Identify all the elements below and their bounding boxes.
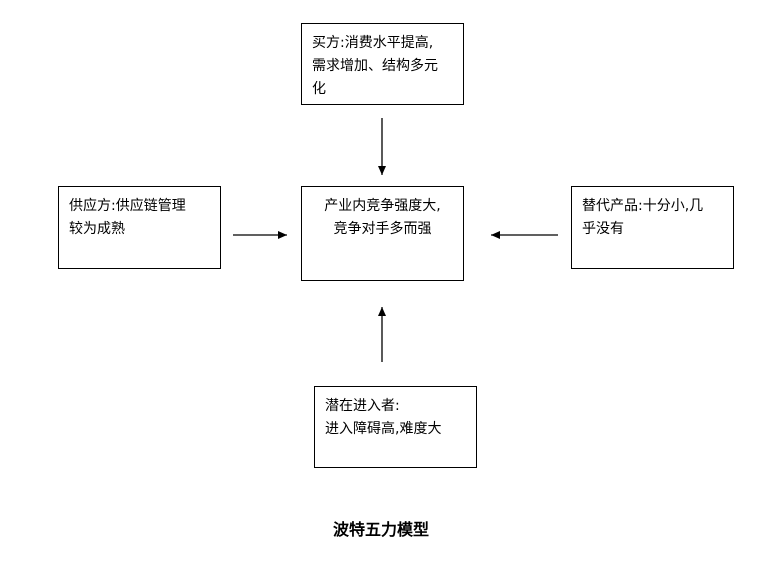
buyer-box: 买方:消费水平提高, 需求增加、结构多元 化 — [301, 23, 464, 105]
entrant-line-2: 进入障碍高,难度大 — [325, 421, 442, 437]
buyer-line-1: 买方:消费水平提高, — [312, 35, 434, 51]
buyer-line-3: 化 — [312, 81, 326, 97]
substitute-line-1: 替代产品:十分小,几 — [582, 198, 704, 214]
supplier-box: 供应方:供应链管理 较为成熟 — [58, 186, 221, 269]
industry-rivalry-box: 产业内竞争强度大, 竞争对手多而强 — [301, 186, 464, 281]
substitute-box: 替代产品:十分小,几 乎没有 — [571, 186, 734, 269]
potential-entrant-box: 潜在进入者: 进入障碍高,难度大 — [314, 386, 477, 468]
buyer-line-2: 需求增加、结构多元 — [312, 58, 438, 74]
industry-line-1: 产业内竞争强度大, — [324, 198, 441, 214]
entrant-line-1: 潜在进入者: — [325, 398, 400, 414]
industry-line-2: 竞争对手多而强 — [333, 221, 432, 237]
diagram-caption: 波特五力模型 — [332, 520, 429, 539]
supplier-line-2: 较为成熟 — [69, 221, 125, 237]
supplier-line-1: 供应方:供应链管理 — [69, 198, 186, 214]
substitute-line-2: 乎没有 — [582, 221, 624, 237]
